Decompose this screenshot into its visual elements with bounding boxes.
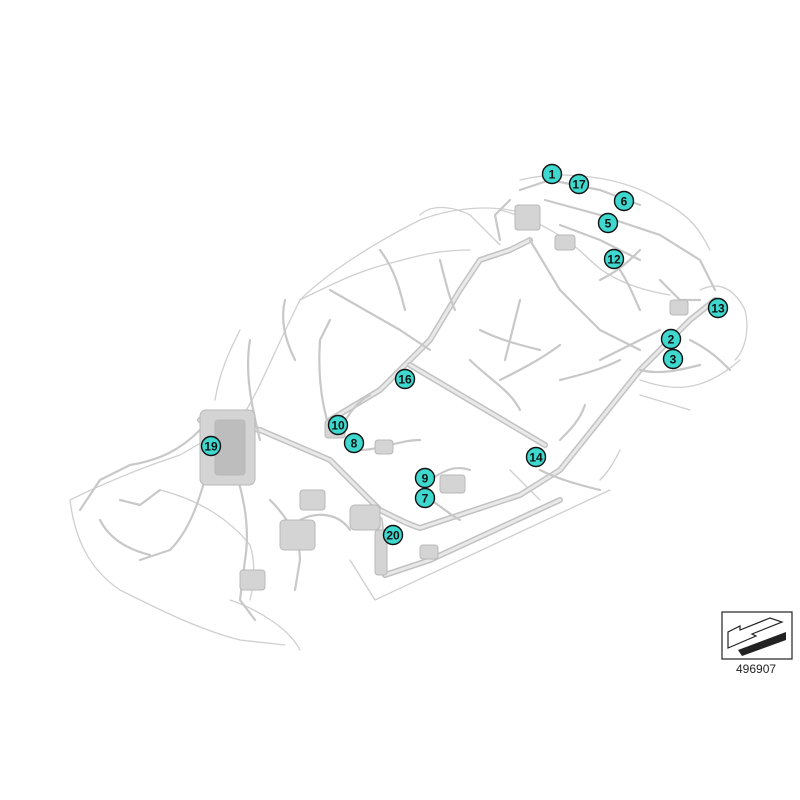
callout-label: 10 (331, 419, 345, 433)
callout-circle (662, 348, 684, 370)
callout-circle (382, 524, 404, 546)
callout-1: 1 (541, 163, 563, 185)
callout-label: 6 (621, 195, 628, 209)
direction-arrow-icon (727, 617, 786, 656)
vehicle-outline (69, 174, 748, 651)
callout-12: 12 (603, 248, 625, 270)
callout-circle (327, 414, 349, 436)
callout-6: 6 (613, 190, 635, 212)
callout-13: 13 (707, 297, 729, 319)
callout-circle (414, 467, 436, 489)
callout-label: 8 (351, 437, 358, 451)
callout-label: 9 (422, 472, 429, 486)
callout-circle (343, 432, 365, 454)
main-harness (197, 178, 718, 578)
callout-markers: 1 17 65 12 13 2 3 16 10 8 19 14 9 7 20 (200, 163, 729, 546)
callout-label: 1 (549, 168, 556, 182)
callout-16: 16 (394, 368, 416, 390)
callout-label: 17 (572, 178, 586, 192)
reference-number: 496907 (736, 662, 776, 676)
callout-label: 7 (422, 492, 429, 506)
callout-circle (200, 435, 222, 457)
callout-17: 17 (568, 173, 590, 195)
callout-label: 19 (204, 440, 218, 454)
callout-circle (568, 173, 590, 195)
callout-circle (541, 163, 563, 185)
callout-5: 5 (597, 212, 619, 234)
callout-9: 9 (414, 467, 436, 489)
callout-circle (597, 212, 619, 234)
callout-circle (394, 368, 416, 390)
callout-label: 2 (668, 333, 675, 347)
callout-circle (414, 487, 436, 509)
callout-2: 2 (660, 328, 682, 350)
callout-label: 14 (529, 451, 543, 465)
connectors (199, 204, 689, 591)
callout-label: 13 (711, 302, 725, 316)
callout-circle (613, 190, 635, 212)
callout-label: 3 (670, 353, 677, 367)
callout-circle (525, 446, 547, 468)
callout-circle (660, 328, 682, 350)
callout-20: 20 (382, 524, 404, 546)
branch-wiring (78, 198, 732, 622)
callout-19: 19 (200, 435, 222, 457)
callout-14: 14 (525, 446, 547, 468)
callout-label: 16 (398, 373, 412, 387)
callout-7: 7 (414, 487, 436, 509)
callout-circle (707, 297, 729, 319)
callout-10: 10 (327, 414, 349, 436)
callout-8: 8 (343, 432, 365, 454)
callout-label: 20 (386, 529, 400, 543)
reference-box: 496907 (721, 611, 793, 676)
callout-label: 12 (607, 253, 621, 267)
callout-circle (603, 248, 625, 270)
callout-label: 5 (605, 217, 612, 231)
callout-3: 3 (662, 348, 684, 370)
